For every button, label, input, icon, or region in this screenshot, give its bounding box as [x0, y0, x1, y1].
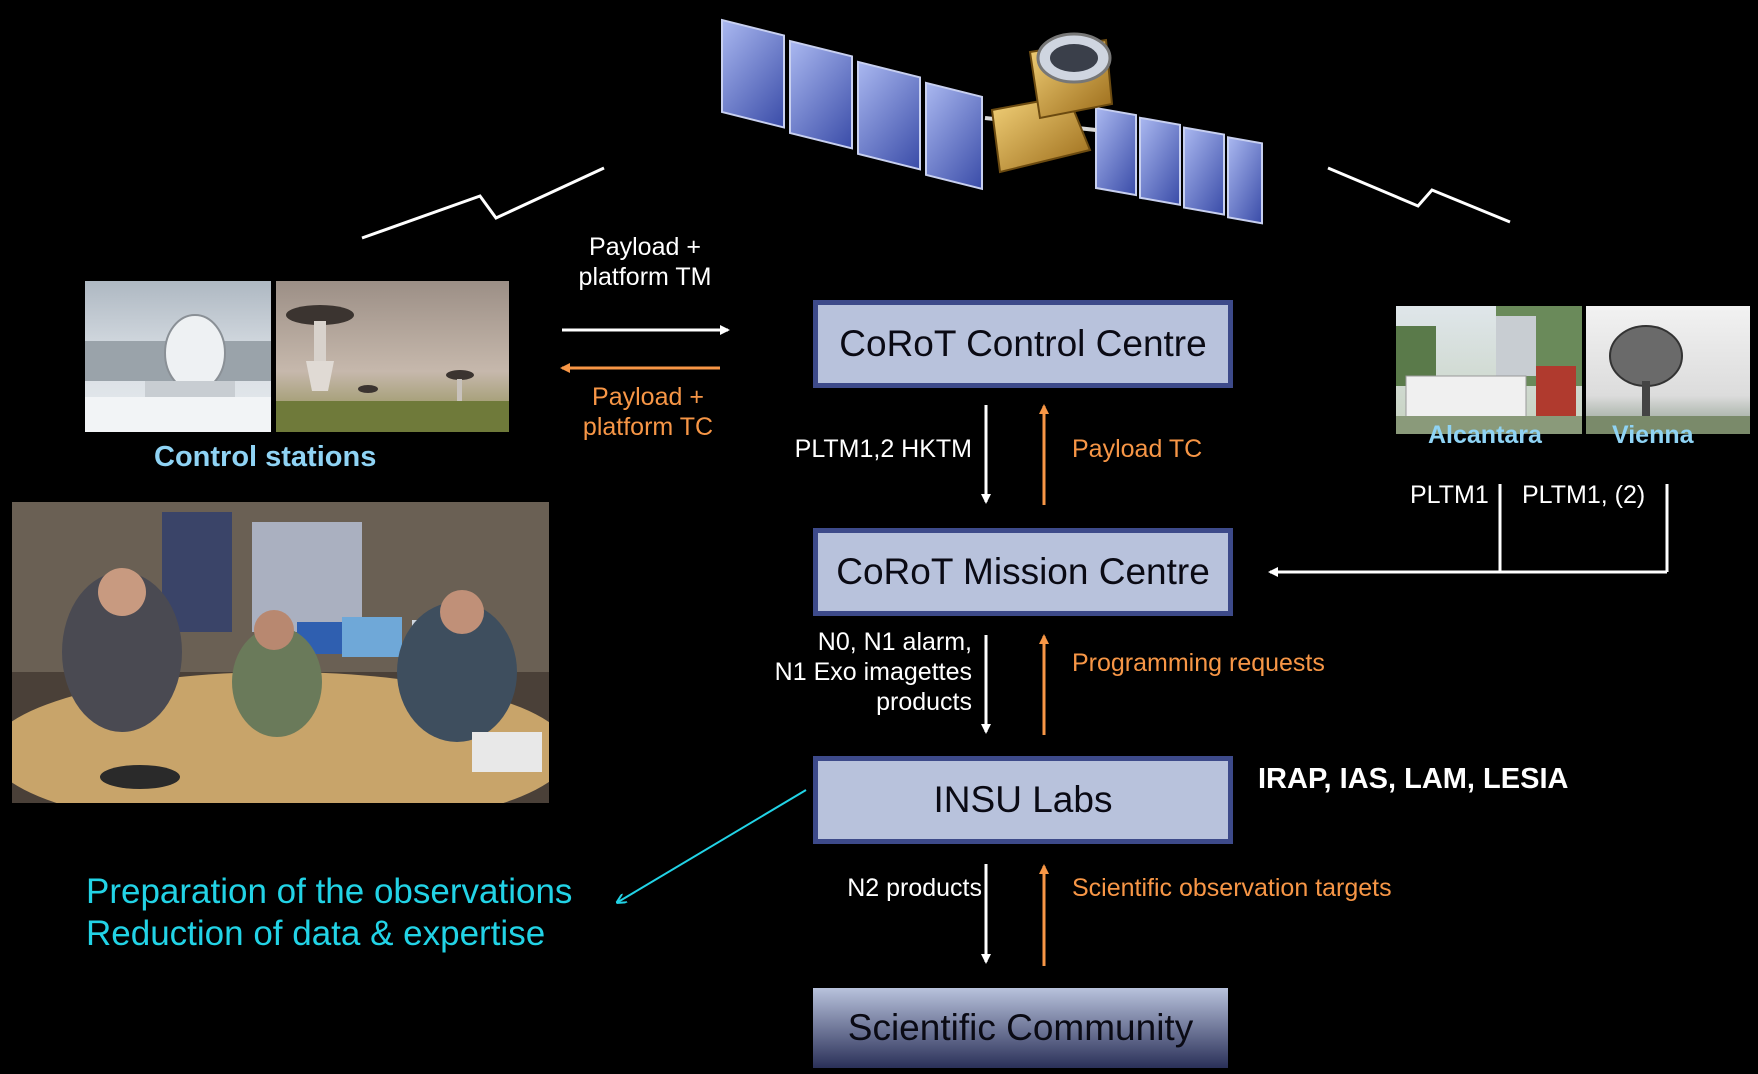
payload-tc-label: Payload +platform TC [582, 383, 714, 441]
control-centre-box: CoRoT Control Centre [813, 300, 1233, 388]
pltm-hktm-label: PLTM1,2 HKTM [794, 435, 972, 463]
scientific-community-box: Scientific Community [813, 988, 1228, 1068]
labs-pointer-line [618, 789, 807, 902]
n2-products-label: N2 products [847, 874, 982, 902]
mission-centre-box: CoRoT Mission Centre [813, 528, 1233, 616]
radio-link-right-icon [1327, 166, 1511, 224]
satellite-icon [721, 18, 1263, 225]
pltm1-2-label: PLTM1, (2) [1522, 481, 1646, 509]
science-targets-label: Scientific observation targets [1072, 874, 1392, 902]
alcantara-photo [1396, 306, 1582, 434]
reduction-note: Reduction of data & expertise [86, 914, 546, 953]
control-stations-label: Control stations [154, 441, 377, 473]
radio-link-left-icon [361, 166, 605, 240]
control-room-photo [12, 502, 549, 803]
station-feed-lines [1268, 484, 1669, 577]
alcantara-label: Alcantara [1428, 421, 1542, 449]
payload-tm-label: Payload +platform TM [578, 233, 712, 291]
snowy-antenna-photo [85, 281, 271, 432]
pltm1-label: PLTM1 [1410, 481, 1489, 509]
vienna-photo [1586, 306, 1750, 434]
vienna-label: Vienna [1612, 421, 1694, 449]
dish-antennas-photo [276, 281, 509, 432]
insu-labs-box: INSU Labs [813, 756, 1233, 844]
preparation-note: Preparation of the observations [86, 872, 573, 911]
programming-requests-label: Programming requests [1072, 649, 1325, 677]
payload-tc-down-label: Payload TC [1072, 435, 1203, 463]
labs-list: IRAP, IAS, LAM, LESIA [1258, 763, 1569, 795]
